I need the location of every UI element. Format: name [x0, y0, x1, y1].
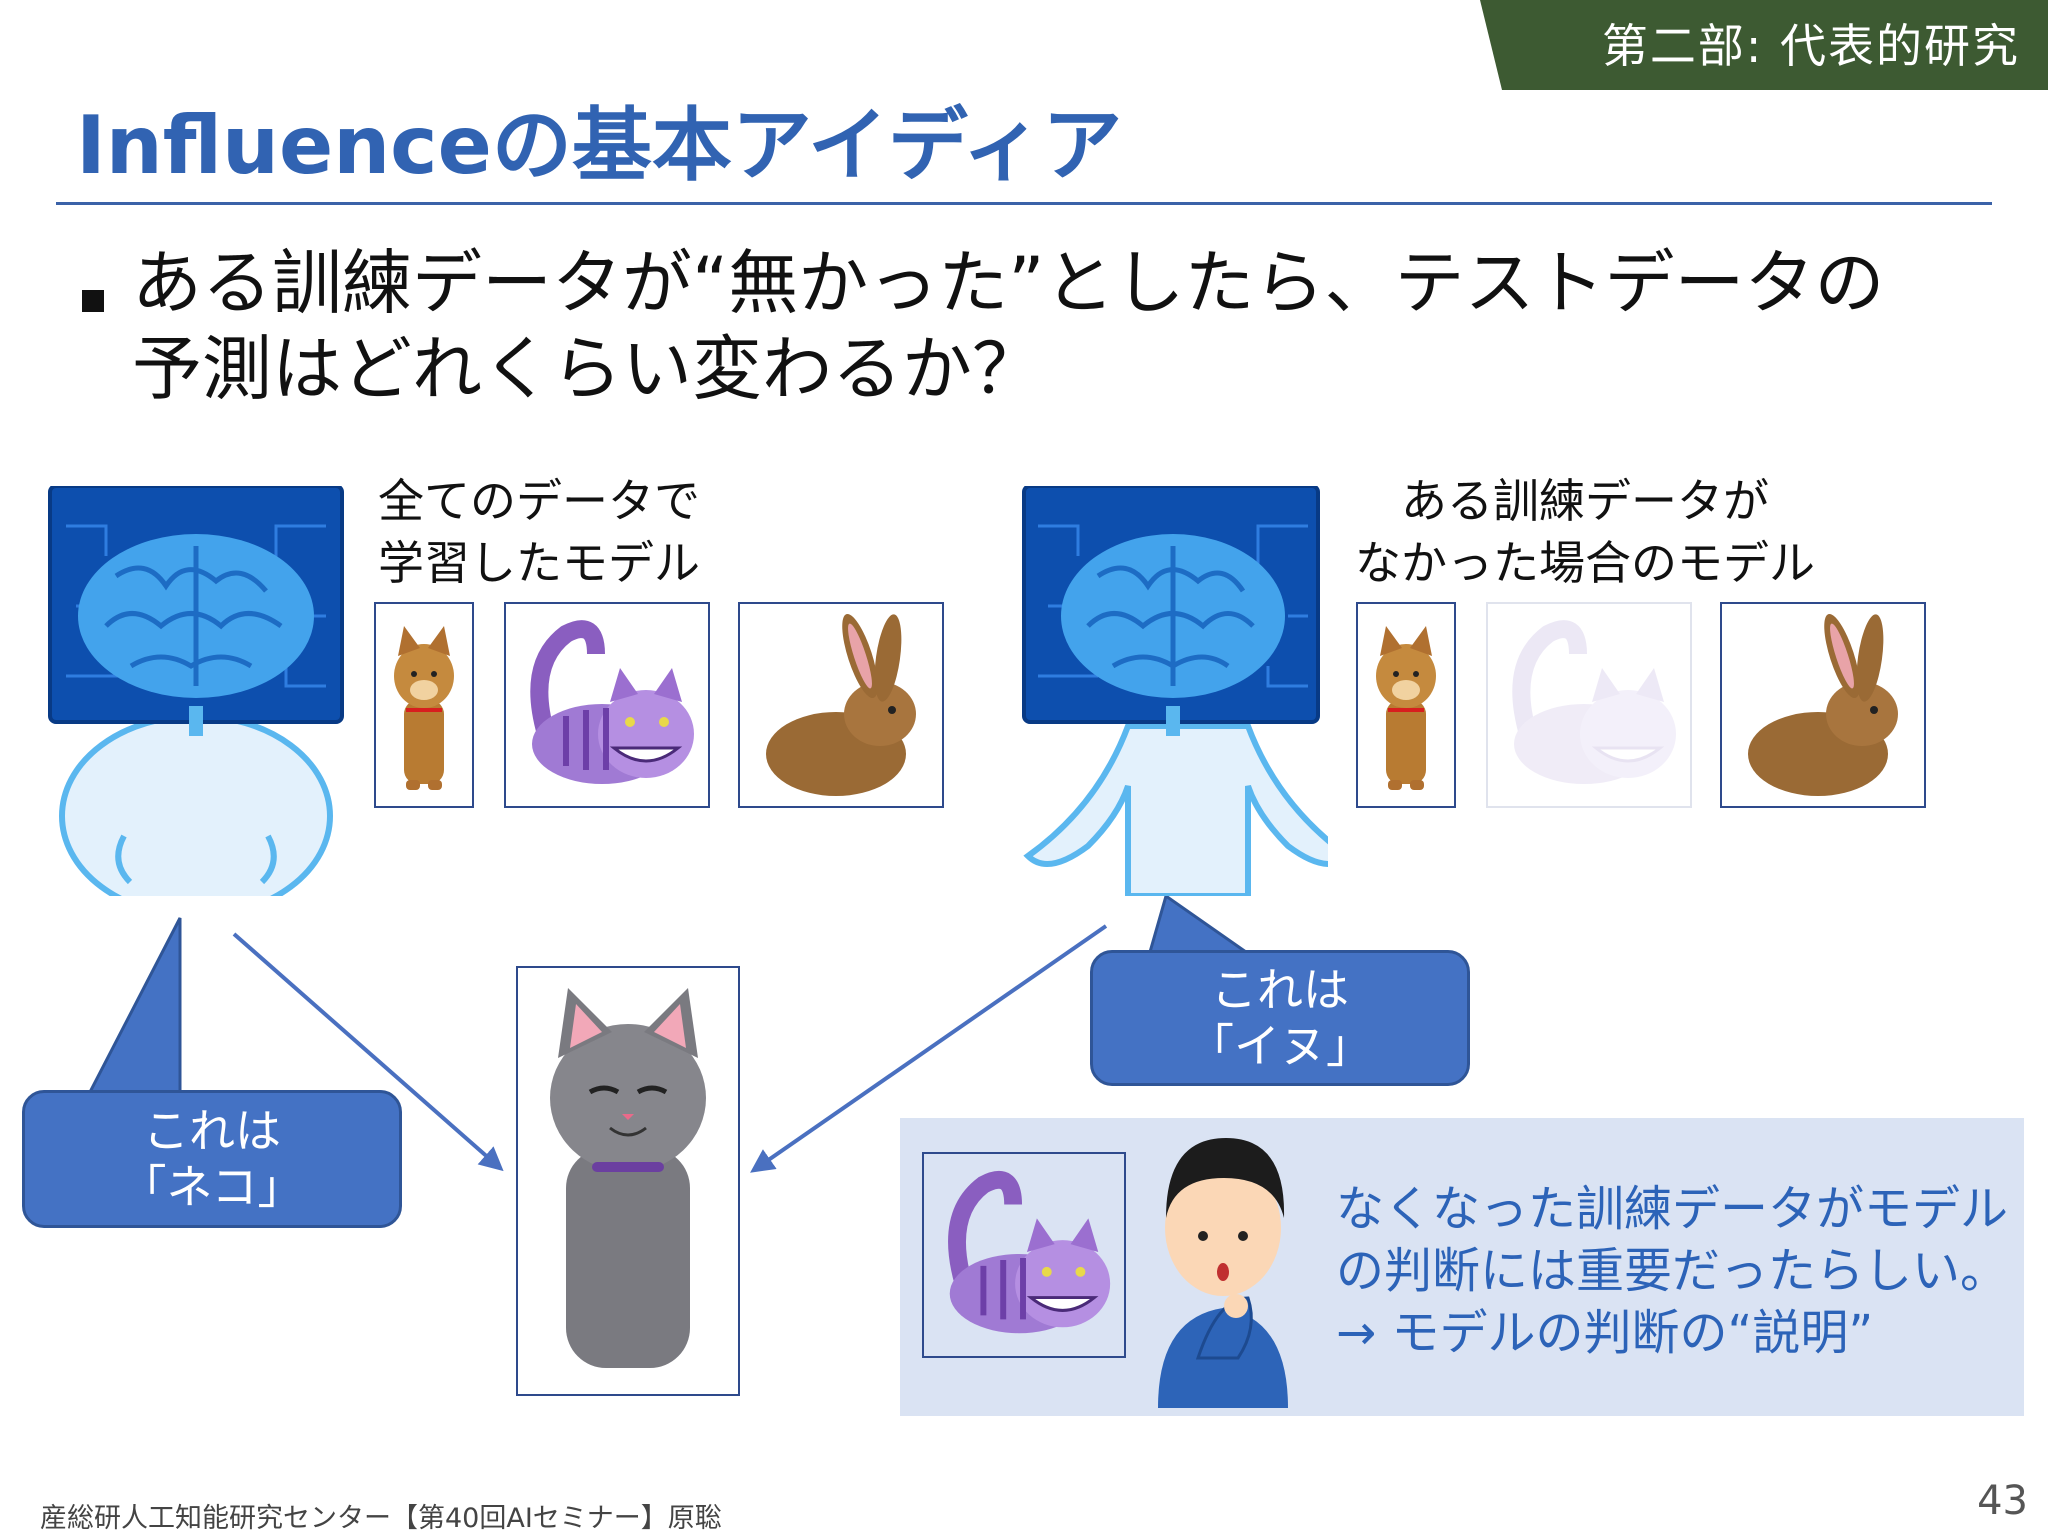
training-image-striped-cat — [504, 602, 710, 808]
explanation-line-3: → モデルの判断の“説明” — [1336, 1305, 1874, 1361]
bullet-line-1: ある訓練データが“無かった”としたら、テストデータの — [132, 242, 1885, 324]
right-model-icon — [1018, 484, 1353, 899]
left-caption-line-2: 学習したモデル — [378, 536, 700, 590]
bubble-tail-left — [87, 917, 182, 1094]
right-prediction-line-1: これは — [1211, 963, 1349, 1017]
section-label: 第二部: 代表的研究 — [1601, 19, 2020, 73]
bullet-text: ある訓練データが“無かった”としたら、テストデータの 予測はどれくらい変わるか？ — [132, 240, 1992, 412]
training-image-rabbit-2 — [1720, 602, 1926, 808]
left-prediction-bubble: これは 「ネコ」 — [22, 1090, 402, 1228]
left-model-caption: 全てのデータで 学習したモデル — [378, 470, 700, 594]
right-prediction-bubble: これは 「イヌ」 — [1090, 950, 1470, 1086]
test-image-gray-cat — [516, 966, 740, 1396]
left-prediction-line-1: これは — [143, 1104, 281, 1158]
removed-training-image-striped-cat — [1486, 602, 1692, 808]
title-divider — [56, 202, 1992, 205]
left-prediction-line-2: 「ネコ」 — [120, 1160, 304, 1214]
training-image-rabbit — [738, 602, 944, 808]
left-caption-line-1: 全てのデータで — [378, 474, 700, 528]
bullet-line-2: 予測はどれくらい変わるか？ — [132, 328, 1042, 410]
striped-cat-icon — [530, 620, 694, 784]
rabbit-icon — [1748, 613, 1898, 796]
explanation-line-1: なくなった訓練データがモデル — [1336, 1181, 2009, 1237]
thinking-person-icon — [1148, 1128, 1298, 1408]
right-caption-line-2: なかった場合のモデル — [1355, 536, 1815, 590]
explanation-image-striped-cat — [922, 1152, 1126, 1358]
striped-cat-icon — [948, 1171, 1111, 1334]
footer-credit: 産総研人工知能研究センター【第40回AIセミナー】原聡 — [40, 1503, 722, 1534]
right-model-caption: ある訓練データが なかった場合のモデル — [1340, 470, 1830, 594]
right-prediction-line-2: 「イヌ」 — [1188, 1019, 1372, 1073]
bullet-marker — [82, 290, 104, 312]
page-number: 43 — [1977, 1478, 2028, 1524]
left-model-icon — [46, 484, 346, 919]
arrow-right-to-test — [750, 924, 1108, 1173]
bubble-tail-right — [1148, 893, 1251, 954]
faded-striped-cat-icon — [1512, 620, 1676, 784]
section-tab — [1480, 0, 2048, 90]
rabbit-icon — [766, 613, 916, 796]
gray-cat-icon — [550, 988, 706, 1368]
training-image-dog-2 — [1356, 602, 1456, 808]
training-image-dog — [374, 602, 474, 808]
arrow-left-to-test — [232, 932, 504, 1172]
slide-title: Influenceの基本アイディア — [76, 99, 1123, 192]
explanation-line-2: の判断には重要だったらしい。 — [1336, 1243, 2009, 1299]
right-caption-line-1: ある訓練データが — [1401, 474, 1769, 528]
dog-icon — [1376, 626, 1436, 790]
explanation-text: なくなった訓練データがモデル の判断には重要だったらしい。 → モデルの判断の“… — [1336, 1178, 2016, 1364]
dog-icon — [394, 626, 454, 790]
